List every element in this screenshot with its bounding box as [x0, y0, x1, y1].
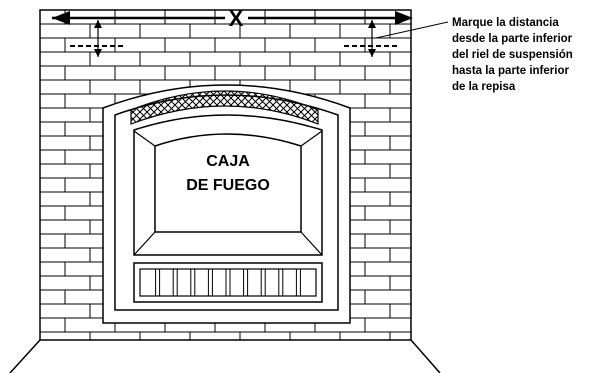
left-measure-arrow-bottom: [94, 49, 102, 57]
louver-grille-inner: [139, 268, 317, 297]
note-line-3: del riel de suspensión: [452, 49, 573, 61]
firebox-back-wall: [154, 133, 302, 233]
note-line-4: hasta la parte inferior: [452, 65, 569, 77]
right-measure-arrow-bottom: [368, 49, 376, 57]
note-line-1: Marque la distancia: [452, 17, 559, 29]
floor-line-left: [9, 339, 41, 373]
right-measure-arrow-top: [368, 20, 376, 28]
firebox-edge-top-left: [133, 130, 156, 147]
firebox-edge-bottom-left: [133, 231, 156, 256]
note-line-2: desde la parte inferior: [452, 33, 573, 45]
note-leader-line: [375, 21, 449, 39]
left-measure-arrow-top: [94, 20, 102, 28]
firebox-edge-top-right: [300, 130, 323, 147]
firebox-label-line-1: CAJA: [206, 153, 250, 170]
note-line-5: de la repisa: [452, 81, 516, 93]
floor-line-right: [410, 339, 441, 373]
dimension-label-x: X: [229, 6, 244, 31]
louver-slats: [155, 269, 301, 296]
arch-hatch-band: [130, 90, 319, 125]
dimension-arrowhead-left: [52, 11, 70, 25]
firebox-edge-bottom-right: [300, 231, 323, 256]
dimension-arrowhead-right: [395, 11, 413, 25]
firebox-label-line-2: DE FUEGO: [186, 177, 270, 194]
